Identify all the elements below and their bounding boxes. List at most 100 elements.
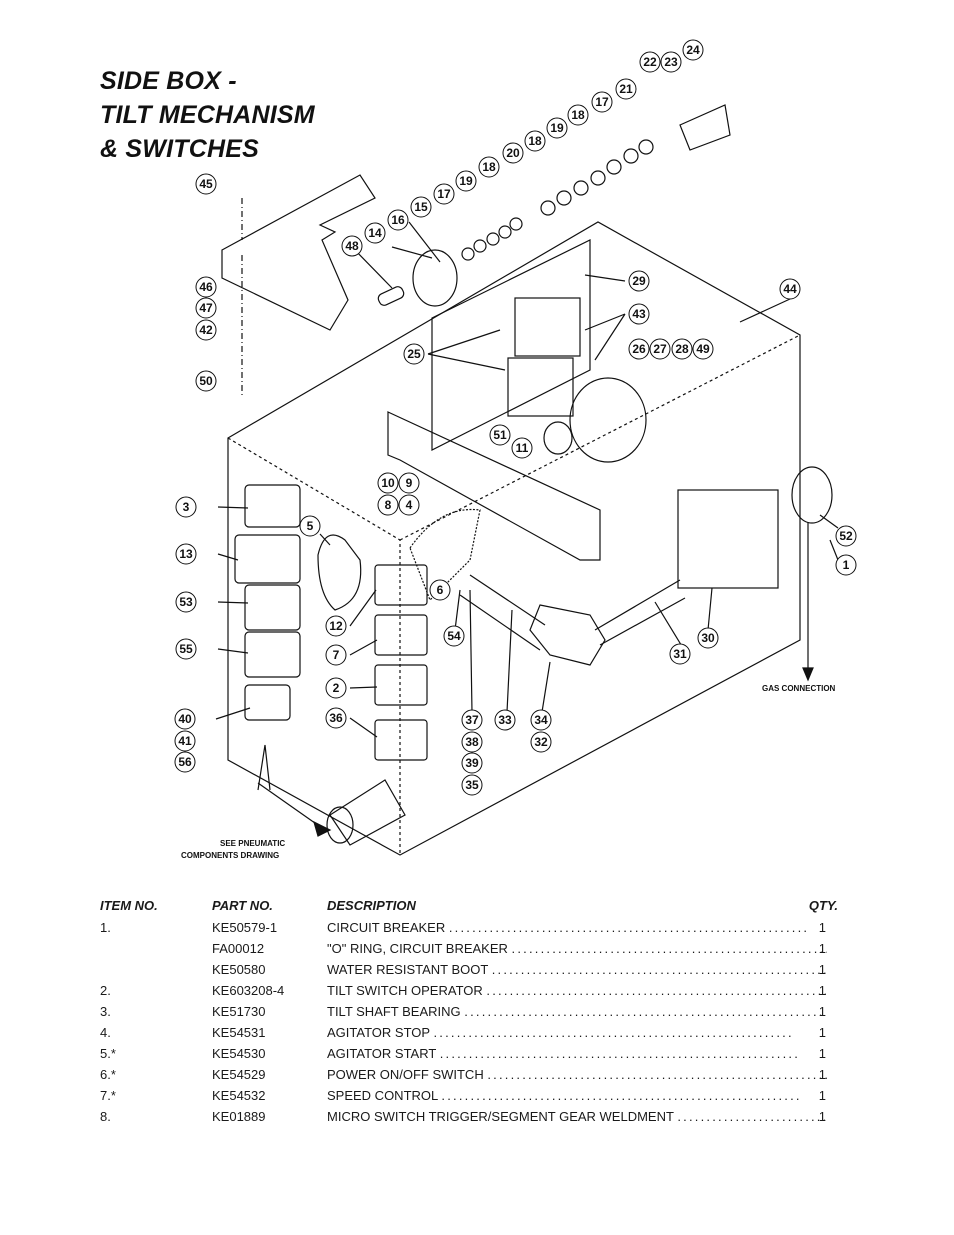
qty: 1 — [818, 920, 826, 935]
cover-plate — [221, 174, 376, 331]
part-no: FA00012 — [212, 941, 265, 956]
callout-number: 28 — [675, 342, 689, 356]
callout-bubble — [835, 525, 857, 547]
callout-number: 21 — [619, 82, 633, 96]
motor-body — [569, 377, 647, 463]
callout-number: 11 — [516, 441, 529, 455]
item-no: 8. — [100, 1109, 111, 1124]
callout-number: 20 — [506, 146, 520, 160]
part-no: KE50580 — [212, 962, 266, 977]
callout-number: 33 — [498, 713, 512, 727]
callout-number: 15 — [414, 200, 428, 214]
parts-table: ITEM NO. PART NO. DESCRIPTION QTY. 1. KE… — [100, 898, 840, 1130]
callout-bubble — [364, 222, 386, 244]
qty: 1 — [818, 1067, 826, 1082]
callout-bubble — [175, 591, 197, 613]
callout-number: 9 — [406, 476, 413, 490]
callout-number: 17 — [437, 187, 451, 201]
description-cell: AGITATOR STOP ..........................… — [327, 1025, 794, 1040]
description-cell: TILT SWITCH OPERATOR ...................… — [327, 983, 827, 998]
item-no: 7.* — [100, 1088, 116, 1103]
qty: 1 — [818, 1004, 826, 1019]
callout-bubble — [174, 730, 196, 752]
qty: 1 — [818, 1046, 826, 1061]
callout-number: 18 — [571, 108, 585, 122]
callout-bubble — [530, 709, 552, 731]
callout-number: 19 — [550, 121, 564, 135]
table-row: 5.* KE54530 AGITATOR START .............… — [100, 1046, 840, 1067]
callout-number: 40 — [178, 712, 192, 726]
callout-number: 22 — [643, 55, 657, 69]
callout-bubble — [502, 142, 524, 164]
title-line-3: & SWITCHES — [100, 135, 259, 163]
callout-number: 46 — [199, 280, 213, 294]
regulator-31 — [677, 489, 779, 589]
title-line-1: SIDE BOX - — [100, 67, 237, 95]
callout-bubble — [325, 615, 347, 637]
callout-bubble — [174, 708, 196, 730]
motor-hub — [543, 421, 573, 455]
callout-bubble — [195, 297, 217, 319]
part-no: KE54530 — [212, 1046, 266, 1061]
callout-bubble — [429, 579, 451, 601]
callout-number: 56 — [178, 755, 192, 769]
description-cell: POWER ON/OFF SWITCH ....................… — [327, 1067, 827, 1082]
description: TILT SHAFT BEARING — [327, 1004, 461, 1019]
callout-number: 41 — [178, 734, 192, 748]
callout-number: 55 — [179, 642, 193, 656]
callout-bubble — [325, 677, 347, 699]
callout-bubble — [628, 338, 650, 360]
callout-bubble — [639, 51, 661, 73]
description-cell: TILT SHAFT BEARING .....................… — [327, 1004, 825, 1019]
callout-number: 48 — [345, 239, 359, 253]
relay-upper — [514, 297, 581, 357]
callout-number: 18 — [482, 160, 496, 174]
callout-number: 6 — [437, 583, 444, 597]
callout-bubble — [341, 235, 363, 257]
page-title: SIDE BOX - TILT MECHANISM & SWITCHES — [100, 64, 315, 166]
callout-number: 24 — [686, 43, 700, 57]
description: WATER RESISTANT BOOT — [327, 962, 489, 977]
callout-bubble — [669, 643, 691, 665]
callout-number: 32 — [534, 735, 548, 749]
part-no: KE54529 — [212, 1067, 266, 1082]
callout-bubble — [377, 494, 399, 516]
part-no: KE603208-4 — [212, 983, 285, 998]
switch-6 — [244, 584, 301, 631]
item-no: 2. — [100, 983, 111, 998]
callout-bubble — [403, 343, 425, 365]
callout-bubble — [478, 156, 500, 178]
tilt-bracket — [387, 411, 601, 561]
callout-number: 16 — [391, 213, 405, 227]
callout-number: 7 — [333, 648, 340, 662]
callout-bubble — [433, 183, 455, 205]
part-no: KE50579-1 — [212, 920, 278, 935]
callout-bubble — [175, 496, 197, 518]
callout-bubble — [615, 78, 637, 100]
callout-bubble — [461, 752, 483, 774]
callout-number: 19 — [459, 174, 473, 188]
table-row: 3. KE51730 TILT SHAFT BEARING ..........… — [100, 1004, 840, 1025]
callout-bubble — [591, 91, 613, 113]
callout-number: 30 — [701, 631, 715, 645]
callout-bubble — [649, 338, 671, 360]
callout-number: 42 — [199, 323, 213, 337]
item-no: 5.* — [100, 1046, 116, 1061]
callout-bubble — [489, 424, 511, 446]
qty: 1 — [818, 962, 826, 977]
callout-bubble — [387, 209, 409, 231]
description-cell: CIRCUIT BREAKER ........................… — [327, 920, 810, 935]
qty: 1 — [818, 1109, 826, 1124]
header-item-no: ITEM NO. — [100, 898, 158, 913]
table-row: FA00012 "O" RING, CIRCUIT BREAKER ......… — [100, 941, 840, 962]
part-no: KE54531 — [212, 1025, 266, 1040]
qty: 1 — [818, 1088, 826, 1103]
callout-bubble — [325, 707, 347, 729]
box-rear-edge — [399, 334, 801, 541]
part-no: KE54532 — [212, 1088, 266, 1103]
callout-bubble — [779, 278, 801, 300]
table-row: 4. KE54531 AGITATOR STOP ...............… — [100, 1025, 840, 1046]
pneumatic-note-line-1: SEE PNEUMATIC — [220, 839, 285, 848]
header-part-no: PART NO. — [212, 898, 273, 913]
gas-valve — [529, 604, 606, 666]
